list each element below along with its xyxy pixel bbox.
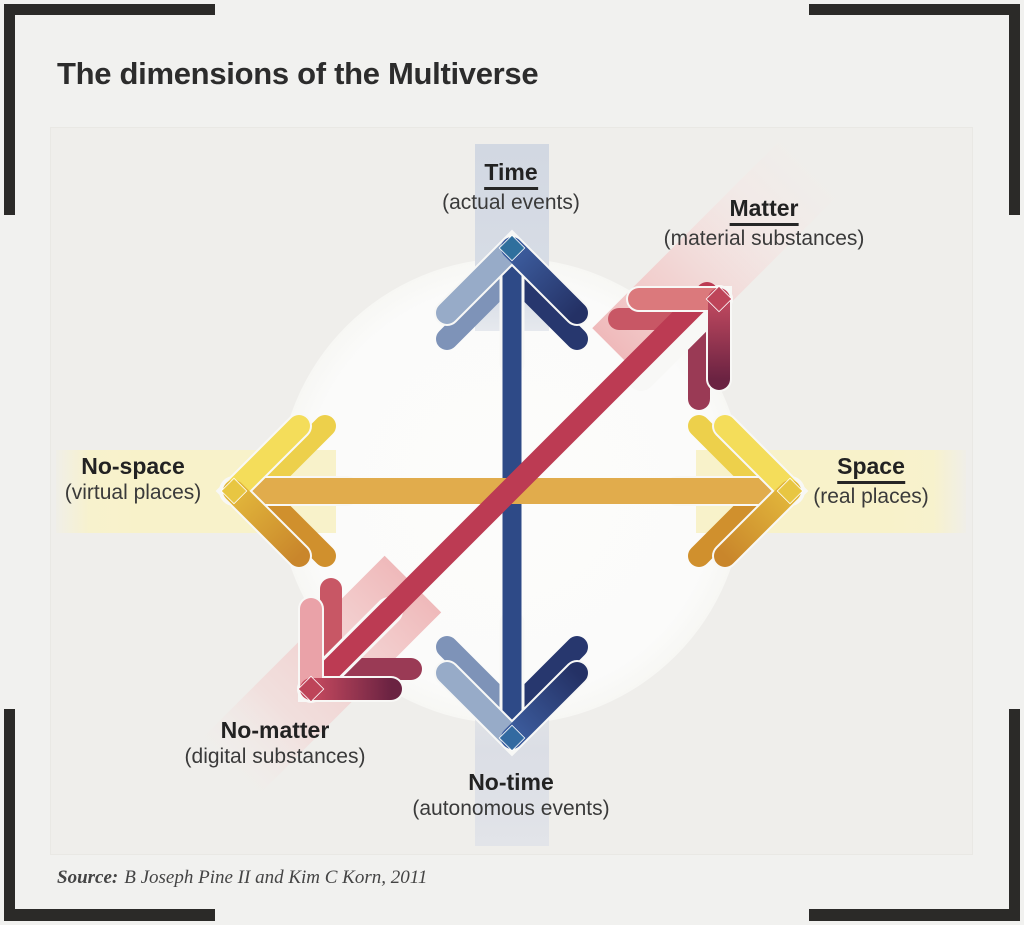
label-no-time-sub: (autonomous events) bbox=[412, 797, 610, 821]
source-prefix: Source: bbox=[57, 867, 119, 888]
label-no-space-sub: (virtual places) bbox=[64, 481, 202, 505]
label-no-space: No-space (virtual places) bbox=[65, 452, 202, 506]
label-no-time-title: No-time bbox=[468, 769, 554, 795]
label-time-sub: (actual events) bbox=[442, 191, 580, 215]
label-no-matter: No-matter (digital substances) bbox=[185, 716, 366, 770]
label-time: Time (actual events) bbox=[442, 158, 580, 216]
label-matter-sub: (material substances) bbox=[663, 227, 865, 251]
page-title: The dimensions of the Multiverse bbox=[57, 56, 539, 91]
space-axis-arrow bbox=[215, 413, 809, 569]
label-no-time: No-time (autonomous events) bbox=[412, 768, 609, 822]
label-space-title: Space bbox=[837, 452, 905, 485]
frame-corner-top-left bbox=[4, 4, 215, 215]
frame-corner-top-right bbox=[809, 4, 1020, 215]
frame-corner-bottom-left bbox=[4, 709, 215, 921]
label-no-matter-sub: (digital substances) bbox=[184, 745, 366, 769]
diagram-panel bbox=[50, 127, 973, 855]
source-citation: Source:B Joseph Pine II and Kim C Korn, … bbox=[57, 867, 427, 889]
label-time-title: Time bbox=[484, 158, 538, 191]
frame-corner-bottom-right bbox=[809, 709, 1020, 921]
label-space: Space (real places) bbox=[813, 452, 929, 510]
axes-diagram bbox=[56, 137, 966, 846]
label-space-sub: (real places) bbox=[813, 485, 929, 509]
source-text: B Joseph Pine II and Kim C Korn, 2011 bbox=[124, 867, 428, 888]
time-axis-arrow bbox=[434, 229, 590, 757]
label-no-matter-title: No-matter bbox=[220, 717, 330, 743]
label-matter-title: Matter bbox=[729, 194, 799, 227]
label-matter: Matter (material substances) bbox=[664, 194, 865, 252]
label-no-space-title: No-space bbox=[81, 453, 185, 479]
matter-axis-arrow bbox=[297, 282, 733, 703]
